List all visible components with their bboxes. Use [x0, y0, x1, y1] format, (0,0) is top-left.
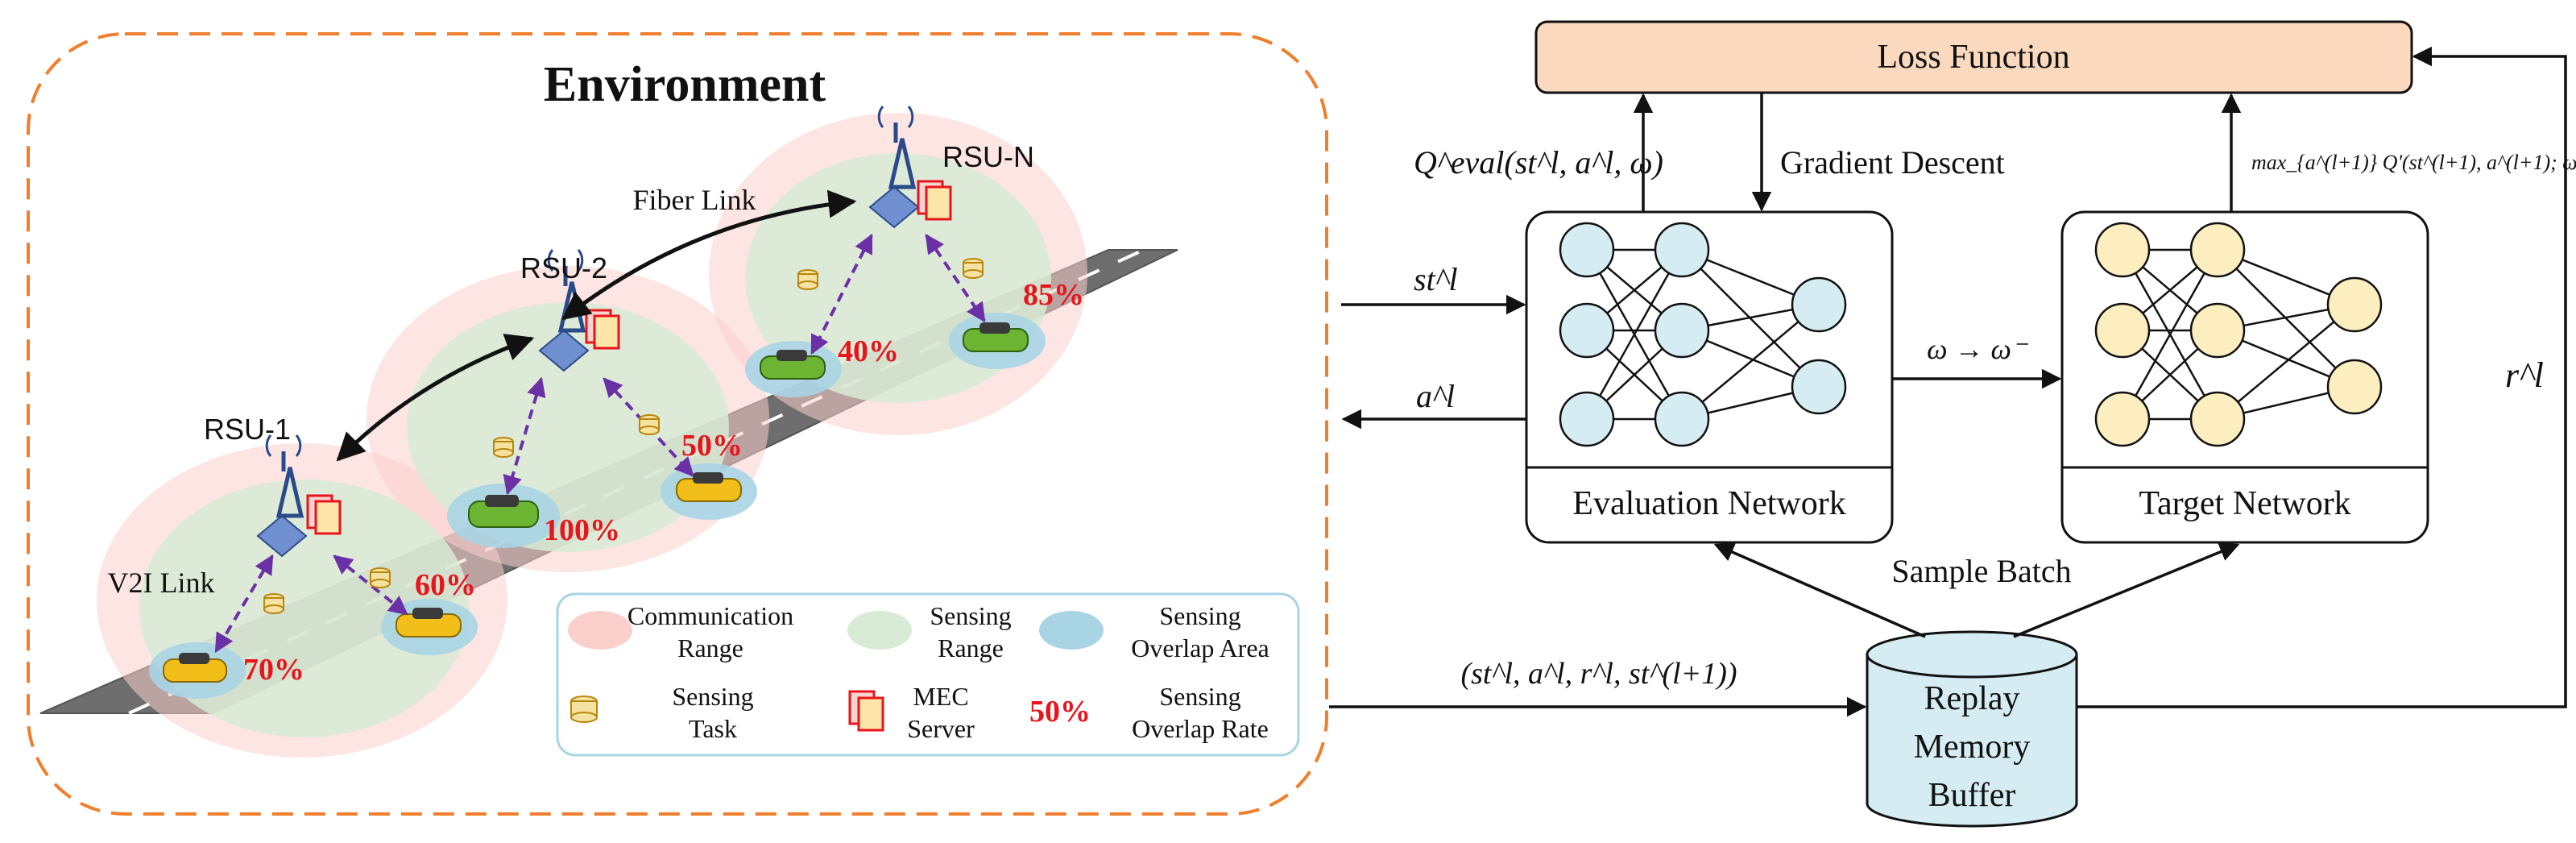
legend-overlap-rate-line1: Sensing	[1159, 682, 1240, 711]
legend-sensing-range-line1: Sensing	[930, 601, 1011, 630]
rsu-1-tower	[256, 434, 342, 558]
gradient-descent-label: Gradient Descent	[1780, 144, 2005, 181]
rsu-1-label: RSU-1	[204, 413, 291, 446]
vehicle-1	[149, 642, 246, 699]
vehicle-6	[949, 313, 1046, 369]
overlap-rate-2: 60%	[415, 568, 476, 602]
loss-function-label: Loss Function	[1877, 39, 2069, 76]
sensing-task-icon	[263, 593, 284, 614]
drl-agent: Loss Function Evaluation Network Target …	[1329, 20, 2576, 828]
legend-mec-server-line1: MEC	[913, 682, 968, 711]
mec-server-icon	[585, 309, 620, 350]
fiber-links	[336, 189, 857, 462]
replay-memory-buffer: Replay Memory Buffer	[1866, 630, 2078, 828]
target-network-layers	[2094, 222, 2383, 447]
legend-overlap-area-swatch	[1039, 611, 1104, 650]
legend-overlap-rate-line2: Overlap Rate	[1132, 714, 1269, 743]
state-label: st^l	[1414, 261, 1458, 297]
reward-label: r^l	[2505, 355, 2544, 395]
buffer-label-line2: Memory	[1914, 729, 2031, 766]
fiber-link-label: Fiber Link	[633, 184, 756, 216]
legend-overlap-area-line2: Overlap Area	[1131, 633, 1269, 662]
buffer-label-line3: Buffer	[1928, 777, 2016, 814]
mec-server-icon	[306, 494, 342, 535]
legend-comm-range-line1: Communication	[627, 601, 793, 630]
rsu-2-label: RSU-2	[520, 251, 607, 284]
overlap-rate-3: 100%	[544, 513, 620, 547]
legend-sensing-range-line2: Range	[938, 633, 1004, 662]
drl-arrows	[1329, 46, 2567, 717]
legend-sensing-task-line1: Sensing	[672, 682, 753, 711]
environment-title: Environment	[544, 57, 826, 112]
legend-comm-range-line2: Range	[677, 633, 743, 662]
overlap-rate-4: 50%	[681, 429, 743, 463]
sensing-task-icon	[370, 567, 391, 588]
arrow-buffer-to-eval	[1713, 542, 1926, 638]
buffer-label-line1: Replay	[1924, 680, 2020, 717]
legend-sensing-task-line2: Task	[689, 714, 737, 743]
fiber-link-rsu1-rsu2	[336, 334, 535, 462]
fiber-link-rsu2-rsun	[561, 189, 857, 321]
mec-server-icon	[917, 180, 952, 221]
q-eval-label: Q^eval(st^l, a^l, ω)	[1414, 144, 1663, 181]
arrow-buffer-to-target	[2013, 542, 2240, 638]
vehicle-3	[447, 484, 560, 548]
evaluation-network-label: Evaluation Network	[1572, 485, 1845, 522]
v2i-link-label: V2I Link	[108, 567, 215, 599]
sensing-task-icon	[797, 269, 818, 290]
eval-nodes	[1559, 222, 1847, 447]
sensing-task-icon	[639, 414, 660, 435]
legend-mec-server-line2: Server	[907, 714, 975, 743]
legend-comm-range-swatch	[568, 611, 632, 650]
overlap-rate-5: 40%	[838, 334, 899, 368]
environment-border	[27, 32, 1328, 816]
transition-label: (st^l, a^l, r^l, st^(l+1))	[1460, 657, 1737, 691]
legend-sensing-range-swatch	[847, 611, 912, 650]
loss-function-box	[1534, 20, 2413, 94]
q-target-label: max_{a^(l+1)} Q'(st^(l+1), a^(l+1); ω⁻)	[2251, 151, 2576, 174]
rsu-n-tower	[868, 106, 952, 229]
legend-overlap-area-line1: Sensing	[1159, 601, 1240, 630]
legend-sensing-task-icon	[570, 696, 598, 723]
rsu-n-label: RSU-N	[942, 140, 1034, 173]
target-network-label: Target Network	[2139, 485, 2350, 522]
arrow-reward-feedback	[2077, 46, 2567, 708]
environment-panel: Environment	[27, 32, 1328, 816]
overlap-rate-6: 85%	[1023, 278, 1084, 312]
vehicles	[149, 313, 1046, 699]
sensing-task-icon	[963, 258, 984, 279]
vehicle-2	[381, 599, 478, 655]
legend-box	[556, 592, 1300, 757]
legend-rate-sample: 50%	[1029, 695, 1091, 729]
sensing-task-icon	[493, 437, 514, 458]
sample-batch-label: Sample Batch	[1891, 553, 2071, 589]
vehicle-5	[745, 341, 842, 397]
legend-mec-server-icon	[848, 690, 884, 732]
evaluation-network-layers	[1559, 222, 1847, 447]
action-label: a^l	[1416, 378, 1455, 414]
overlap-rate-1: 70%	[243, 653, 304, 687]
target-nodes	[2094, 222, 2383, 447]
vehicle-4	[661, 463, 757, 520]
legend: Communication Range Sensing Range Sensin…	[556, 592, 1300, 757]
weight-copy-label: ω → ω⁻	[1927, 333, 2029, 365]
